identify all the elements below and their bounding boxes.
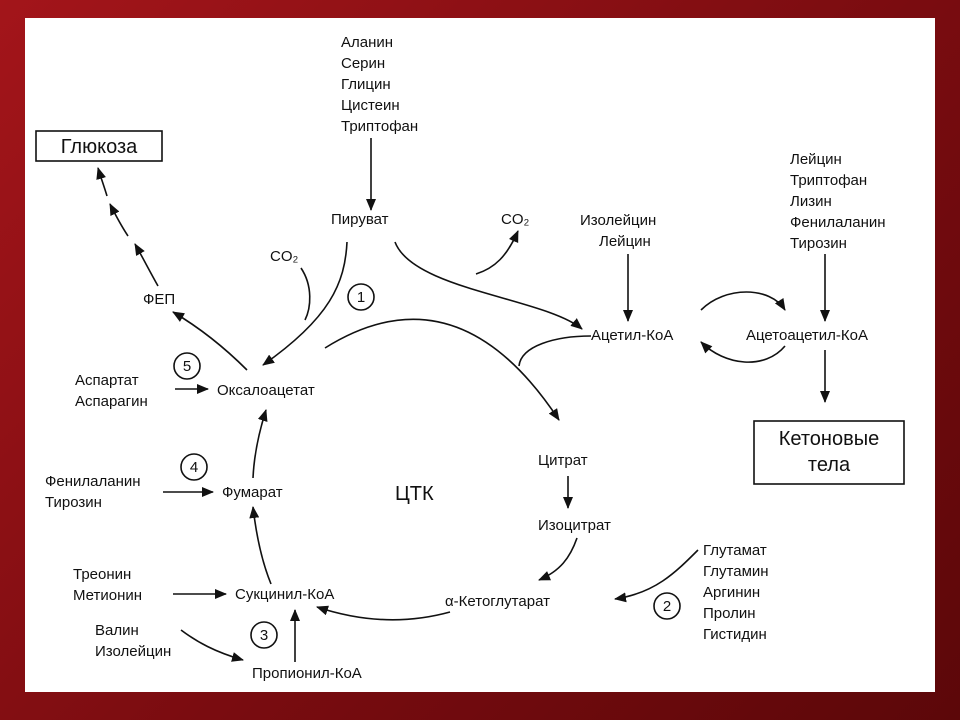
node-isocitrate: Изоцитрат <box>538 517 611 534</box>
ketoglutarate-group-2: Глутамин <box>703 563 769 580</box>
fumarate-group-2: Тирозин <box>45 494 102 511</box>
node-propionyl-coa: Пропионил-КоА <box>252 665 362 682</box>
arrow-pyruvate-to-oxaloacetate <box>262 241 348 366</box>
node-oxaloacetate: Оксалоацетат <box>217 382 315 399</box>
ketogenic-source-5: Тирозин <box>790 235 847 252</box>
arrow-acetyl-to-acetoacetyl <box>700 291 786 311</box>
propionyl-group-2: Изолейцин <box>95 643 171 660</box>
acetyl-source-2: Лейцин <box>599 233 651 250</box>
tca-cycle-label: ЦТК <box>395 483 434 505</box>
step-number-3: 3 <box>260 627 268 644</box>
arrow-isocitrate-to-ketoglutarate <box>538 537 578 581</box>
propionyl-group-1: Валин <box>95 622 139 639</box>
step-number-2: 2 <box>663 598 671 615</box>
co2-left: CO₂ <box>270 248 299 265</box>
arrow-fumarate-to-oxaloacetate <box>252 409 268 479</box>
aspartate-group-2: Аспарагин <box>75 393 148 410</box>
step-number-4: 4 <box>190 459 198 476</box>
aspartate-group-1: Аспартат <box>75 372 139 389</box>
arrow-pep-up-1 <box>134 243 159 287</box>
pyruvate-source-4: Цистеин <box>341 97 400 114</box>
ketogenic-source-4: Фенилаланин <box>790 214 886 231</box>
node-pyruvate: Пируват <box>331 211 389 228</box>
node-fumarate: Фумарат <box>222 484 283 501</box>
arrow-succinyl-to-fumarate <box>249 506 272 585</box>
fumarate-group-1: Фенилаланин <box>45 473 141 490</box>
arrow-pyruvate-to-acetyl-coa <box>394 241 583 330</box>
acetyl-coa-to-cycle-connector <box>518 335 592 367</box>
acetyl-source-1: Изолейцин <box>580 212 656 229</box>
arrow-acetoacetyl-to-acetyl <box>700 341 786 363</box>
ketone-bodies-label-line1: Кетоновые <box>779 428 879 450</box>
ketoglutarate-group-5: Гистидин <box>703 626 767 643</box>
glucose-label: Глюкоза <box>61 136 138 158</box>
node-ketoglutarate: α-Кетоглутарат <box>445 593 550 610</box>
step-circle-2: 2 <box>653 592 681 620</box>
arrow-oxaloacetate-to-pep <box>172 311 248 371</box>
pyruvate-source-5: Триптофан <box>341 118 418 135</box>
step-number-1: 1 <box>357 289 365 306</box>
ketoglutarate-group-4: Пролин <box>703 605 756 622</box>
step-number-5: 5 <box>183 358 191 375</box>
metabolism-diagram: Глюкоза Кетоновые тела ЦТК Аланин Серин … <box>35 34 905 682</box>
ketogenic-source-1: Лейцин <box>790 151 842 168</box>
ketone-bodies-box <box>753 420 905 485</box>
step-circle-1: 1 <box>347 283 375 311</box>
node-acetoacetyl-coa: Ацетоацетил-КоА <box>746 327 868 344</box>
step-circle-5: 5 <box>173 352 201 380</box>
arrow-pep-up-2 <box>109 203 129 237</box>
ketogenic-source-2: Триптофан <box>790 172 867 189</box>
arrow-to-glucose <box>96 167 108 197</box>
step-circle-4: 4 <box>180 453 208 481</box>
step-circle-3: 3 <box>250 621 278 649</box>
node-succinyl-coa: Сукцинил-КоА <box>235 586 334 603</box>
ketone-bodies-label-line2: тела <box>808 454 851 476</box>
arrow-co2-release <box>475 230 519 275</box>
ketogenic-source-3: Лизин <box>790 193 832 210</box>
arrow-oxaloacetate-to-citrate <box>324 318 560 421</box>
pyruvate-source-3: Глицин <box>341 76 391 93</box>
arrow-ketoglutarate-to-succinyl <box>316 605 451 621</box>
co2-left-connector <box>300 267 311 321</box>
node-pep: ФЕП <box>143 291 175 308</box>
succinyl-group-2: Метионин <box>73 587 142 604</box>
node-citrate: Цитрат <box>538 452 588 469</box>
ketoglutarate-group-1: Глутамат <box>703 542 767 559</box>
ketoglutarate-group-3: Аргинин <box>703 584 760 601</box>
glucose-box <box>35 130 163 162</box>
co2-right: CO₂ <box>501 211 530 228</box>
node-acetyl-coa: Ацетил-КоА <box>591 327 673 344</box>
pyruvate-source-2: Серин <box>341 55 385 72</box>
arrow-glutamate-to-ketoglutarate <box>614 549 699 603</box>
succinyl-group-1: Треонин <box>73 566 131 583</box>
diagram-panel: Глюкоза Кетоновые тела ЦТК Аланин Серин … <box>25 18 935 692</box>
arrow-valine-to-propionyl <box>180 629 244 662</box>
pyruvate-source-1: Аланин <box>341 34 393 51</box>
